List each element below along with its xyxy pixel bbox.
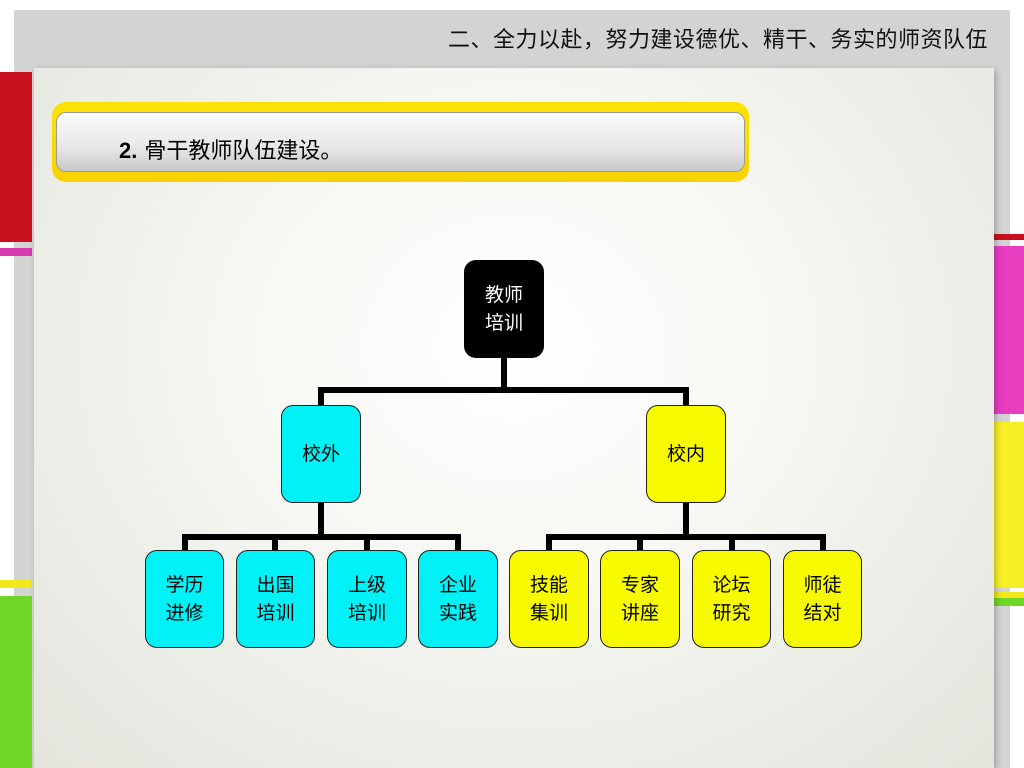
decor-bar-magenta-left [0, 248, 32, 256]
section-heading-number: 2. [119, 138, 138, 163]
section-heading-label: 骨干教师队伍建设。 [137, 139, 343, 164]
node-teacher-training: 教师 培训 [464, 260, 544, 358]
connector-inside-horizontal [546, 534, 826, 540]
node-overseas-training-label: 出国 培训 [256, 574, 295, 624]
connector-outside-down [318, 502, 324, 538]
decor-bar-green-right [994, 598, 1024, 606]
connector-child-4 [455, 534, 461, 552]
node-teacher-training-label: 教师 培训 [484, 284, 523, 334]
connector-child-7 [729, 534, 735, 552]
connector-child-8 [820, 534, 826, 552]
node-degree-study-label: 学历 进修 [165, 574, 204, 624]
connector-outside-horizontal [182, 534, 461, 540]
connector-inside-down [683, 502, 689, 538]
slide-title: 二、全力以赴，努力建设德优、精干、务实的师资队伍 [447, 28, 988, 53]
decor-bar-yellow-right [994, 422, 1024, 588]
decor-bar-yellow-thin-right [994, 592, 1024, 598]
node-skill-training: 技能 集训 [509, 550, 589, 648]
node-expert-lecture: 专家 讲座 [600, 550, 680, 648]
connector-root-down [501, 356, 507, 392]
node-mentor-pairing: 师徒 结对 [783, 550, 862, 648]
node-forum-research: 论坛 研究 [692, 550, 771, 648]
node-enterprise-practice-label: 企业 实践 [438, 574, 477, 624]
decor-bar-red-right [994, 234, 1024, 240]
title-band [14, 10, 1010, 68]
node-superior-training: 上级 培训 [327, 550, 407, 648]
node-superior-training-label: 上级 培训 [347, 574, 386, 624]
decor-bar-magenta-right [994, 246, 1024, 414]
node-inside-school-label: 校内 [666, 443, 705, 465]
decor-bar-green-left [0, 596, 32, 768]
node-skill-training-label: 技能 集训 [529, 574, 568, 624]
connector-child-6 [637, 534, 643, 552]
node-inside-school: 校内 [646, 405, 726, 503]
node-mentor-pairing-label: 师徒 结对 [803, 574, 842, 624]
node-degree-study: 学历 进修 [145, 550, 224, 648]
node-overseas-training: 出国 培训 [236, 550, 315, 648]
connector-child-1 [182, 534, 188, 552]
connector-child-3 [364, 534, 370, 552]
slide-panel [34, 68, 994, 768]
section-heading-text: 2. 骨干教师队伍建设。 [119, 133, 342, 165]
decor-bar-red-left [0, 72, 32, 242]
node-enterprise-practice: 企业 实践 [418, 550, 498, 648]
node-expert-lecture-label: 专家 讲座 [620, 574, 659, 624]
section-heading-box: 2. 骨干教师队伍建设。 [56, 112, 745, 172]
connector-child-5 [546, 534, 552, 552]
right-gray-strip [994, 68, 1010, 768]
connector-inside-up [683, 387, 689, 407]
node-outside-school-label: 校外 [301, 443, 340, 465]
connector-child-2 [272, 534, 278, 552]
decor-bar-yellow-left [0, 580, 32, 588]
connector-outside-up [318, 387, 324, 407]
node-forum-research-label: 论坛 研究 [712, 574, 751, 624]
connector-level1-horizontal [318, 387, 689, 393]
section-heading: 2. 骨干教师队伍建设。 [52, 102, 749, 182]
node-outside-school: 校外 [281, 405, 361, 503]
left-gray-strip [14, 68, 34, 768]
